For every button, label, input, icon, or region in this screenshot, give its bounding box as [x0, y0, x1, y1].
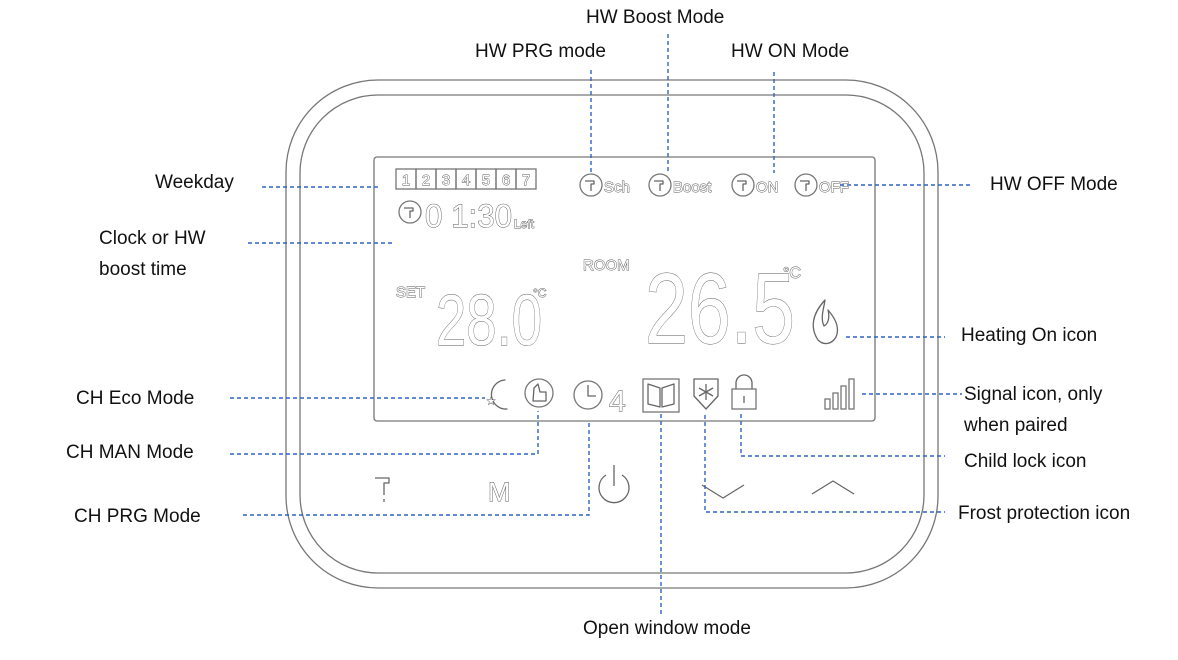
left-label: Left [514, 217, 535, 231]
tap-icon [731, 173, 755, 197]
room-label: ROOM [583, 257, 630, 274]
weekday-2: 2 [422, 172, 430, 189]
room-temp-digits: 26.5 [645, 253, 795, 365]
callout-ch-eco-mode: CH Eco Mode [76, 388, 195, 409]
weekday-7: 7 [522, 172, 530, 189]
lock-icon [731, 374, 757, 410]
device-outer-frame [285, 79, 939, 589]
hand-icon [524, 378, 554, 408]
set-temp-digits: 28.0 [436, 281, 542, 361]
hw-boost-indicator: Boost [648, 173, 713, 197]
weekday-6: 6 [502, 172, 510, 189]
callout-weekday: Weekday [155, 172, 234, 193]
hw-on-indicator: ON [731, 173, 779, 197]
weekday-3: 3 [442, 172, 450, 189]
svg-text:Sch: Sch [604, 179, 630, 196]
clock-icon [573, 380, 603, 410]
signal-icon [824, 378, 855, 410]
room-temperature: ROOM 26.5 °C [583, 253, 802, 366]
tap-icon [794, 173, 818, 197]
clock-display: 0 1:30 Left [398, 198, 535, 234]
leader-lines [230, 34, 970, 617]
flame-icon [812, 299, 839, 345]
set-unit: °C [533, 286, 547, 300]
window-icon [642, 378, 680, 413]
callout-clock-line2: boost time [99, 259, 187, 280]
mode-button[interactable]: M [488, 477, 511, 508]
room-unit: °C [783, 265, 801, 282]
chevron-up-icon[interactable] [811, 480, 855, 495]
callout-ch-man-mode: CH MAN Mode [66, 442, 194, 463]
clock-digits: 0 1:30 [425, 198, 512, 234]
svg-text:ON: ON [756, 179, 779, 196]
svg-text:★: ★ [487, 396, 495, 406]
lcd-screen [373, 156, 876, 422]
callout-child-lock-icon: Child lock icon [964, 451, 1087, 472]
set-label: SET [396, 284, 425, 301]
weekday-indicator: 1 2 3 4 5 6 7 [395, 168, 537, 190]
power-button[interactable] [598, 465, 630, 504]
weekday-4: 4 [462, 172, 470, 189]
callout-hw-off-mode: HW OFF Mode [990, 174, 1118, 195]
tap-icon [648, 173, 672, 197]
svg-text:OFF: OFF [819, 179, 849, 196]
tap-icon [375, 477, 390, 495]
hw-off-indicator: OFF [794, 173, 849, 197]
callout-clock: Clock or HW boost time [99, 223, 239, 285]
callout-signal-line1: Signal icon, only [964, 384, 1103, 405]
callout-signal-icon: Signal icon, only when paired [964, 379, 1144, 441]
callout-clock-line1: Clock or HW [99, 228, 206, 249]
weekday-5: 5 [482, 172, 490, 189]
callout-hw-boost-mode: HW Boost Mode [586, 7, 725, 28]
weekday-1: 1 [402, 172, 410, 189]
prg-digit: 4 [609, 385, 626, 418]
callout-ch-prg-mode: CH PRG Mode [74, 506, 201, 527]
callout-heating-on-icon: Heating On icon [961, 325, 1098, 346]
hw-sch-indicator: Sch [579, 173, 630, 197]
hot-water-button[interactable] [375, 477, 390, 502]
chevron-down-icon[interactable] [701, 484, 745, 499]
tap-icon [579, 173, 603, 197]
callout-hw-on-mode: HW ON Mode [731, 41, 850, 62]
callout-signal-line2: when paired [964, 415, 1068, 436]
callout-hw-prg-mode: HW PRG mode [475, 41, 606, 62]
set-temperature: SET 28.0 °C [396, 281, 548, 362]
svg-text:Boost: Boost [673, 179, 712, 196]
snowflake-shield-icon [693, 378, 719, 410]
callout-frost-protection-icon: Frost protection icon [958, 503, 1131, 524]
moon-icon: ★ [487, 379, 508, 410]
power-icon [598, 474, 630, 504]
device-inner-frame [299, 94, 925, 574]
tap-icon [398, 200, 422, 224]
callout-open-window-mode: Open window mode [583, 618, 751, 639]
